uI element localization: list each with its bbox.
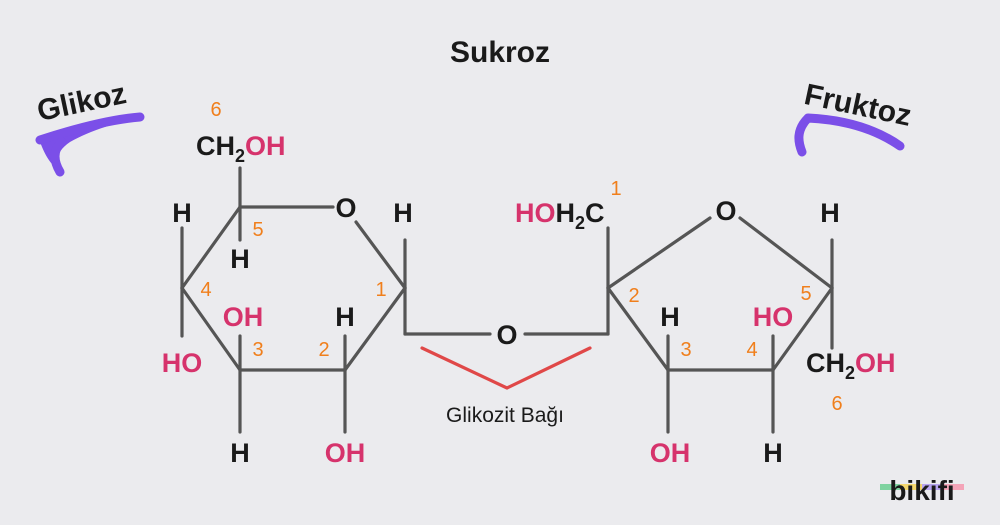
fructose-c3-h: H [660, 302, 680, 332]
fructose-c4-h: H [763, 438, 783, 468]
fructose-c4-ho: HO [753, 302, 794, 332]
glucose-c1-h: H [393, 198, 413, 228]
fructose-atoms: HOH2C O H H HO CH2OH OH H [515, 196, 896, 468]
glycosidic-bond-highlight [420, 346, 592, 390]
fructose-ring-bonds [606, 216, 834, 434]
glucose-num-6: 6 [210, 99, 221, 121]
glucose-ring-bonds [180, 166, 610, 434]
bond-c4-c5 [180, 205, 242, 290]
glucose-c4-ho: HO [162, 348, 203, 378]
glucose-num-3: 3 [252, 339, 263, 361]
glycosidic-bond-label: Glikozit Bağı [446, 404, 564, 427]
fructose-num-3: 3 [680, 339, 691, 361]
bond-c2-o [606, 216, 712, 290]
fructose-swoosh-stroke [794, 113, 905, 157]
bond-o-c1 [354, 220, 407, 290]
glucose-num-2: 2 [318, 339, 329, 361]
glucose-c6-group: CH2OH [196, 131, 286, 166]
logo-stripe-purple [922, 484, 944, 490]
glucose-ring-oxygen: O [335, 193, 356, 223]
glucose-c2-oh: OH [325, 438, 366, 468]
glucose-swoosh-stroke [35, 112, 145, 177]
bond-c3-c4 [180, 286, 242, 372]
bikifi-logo: bikifi [880, 475, 964, 506]
fructose-num-2: 2 [628, 285, 639, 307]
fructose-num-5: 5 [800, 283, 811, 305]
fructose-ring-oxygen: O [715, 196, 736, 226]
glucose-num-4: 4 [200, 279, 211, 301]
glycosidic-oxygen: O [496, 320, 517, 350]
fructose-c6-group: CH2OH [806, 348, 896, 383]
glucose-c3-oh: OH [223, 302, 264, 332]
fructose-numbering: 1 2 3 4 5 6 [610, 178, 842, 415]
bond-c3-c2 [606, 286, 670, 372]
logo-stripe-green [880, 484, 900, 490]
logo-stripe-pink [944, 484, 964, 490]
glucose-num-5: 5 [252, 219, 263, 241]
brand-name: bikifi [889, 475, 954, 506]
glucose-num-1: 1 [375, 279, 386, 301]
logo-stripe-yellow [900, 484, 922, 490]
fructose-c5-h: H [820, 198, 840, 228]
glucose-c4-h: H [172, 198, 192, 228]
bond-c1-c2 [343, 286, 407, 372]
fructose-num-6: 6 [831, 393, 842, 415]
diagram-title: Sukroz [450, 36, 550, 69]
glucose-numbering: 6 5 4 3 2 1 [200, 99, 386, 361]
fructose-c1-group: HOH2C [515, 198, 605, 233]
glucose-c2-h: H [335, 302, 355, 332]
bond-c5-c4 [771, 286, 834, 372]
glucose-atoms: O CH2OH H H H OH H HO H OH [162, 131, 413, 468]
glucose-c5-h: H [230, 244, 250, 274]
fructose-num-4: 4 [746, 339, 757, 361]
bond-o-c5 [738, 216, 834, 290]
glucose-c3-h: H [230, 438, 250, 468]
fructose-num-1: 1 [610, 178, 621, 200]
fructose-c3-oh: OH [650, 438, 691, 468]
